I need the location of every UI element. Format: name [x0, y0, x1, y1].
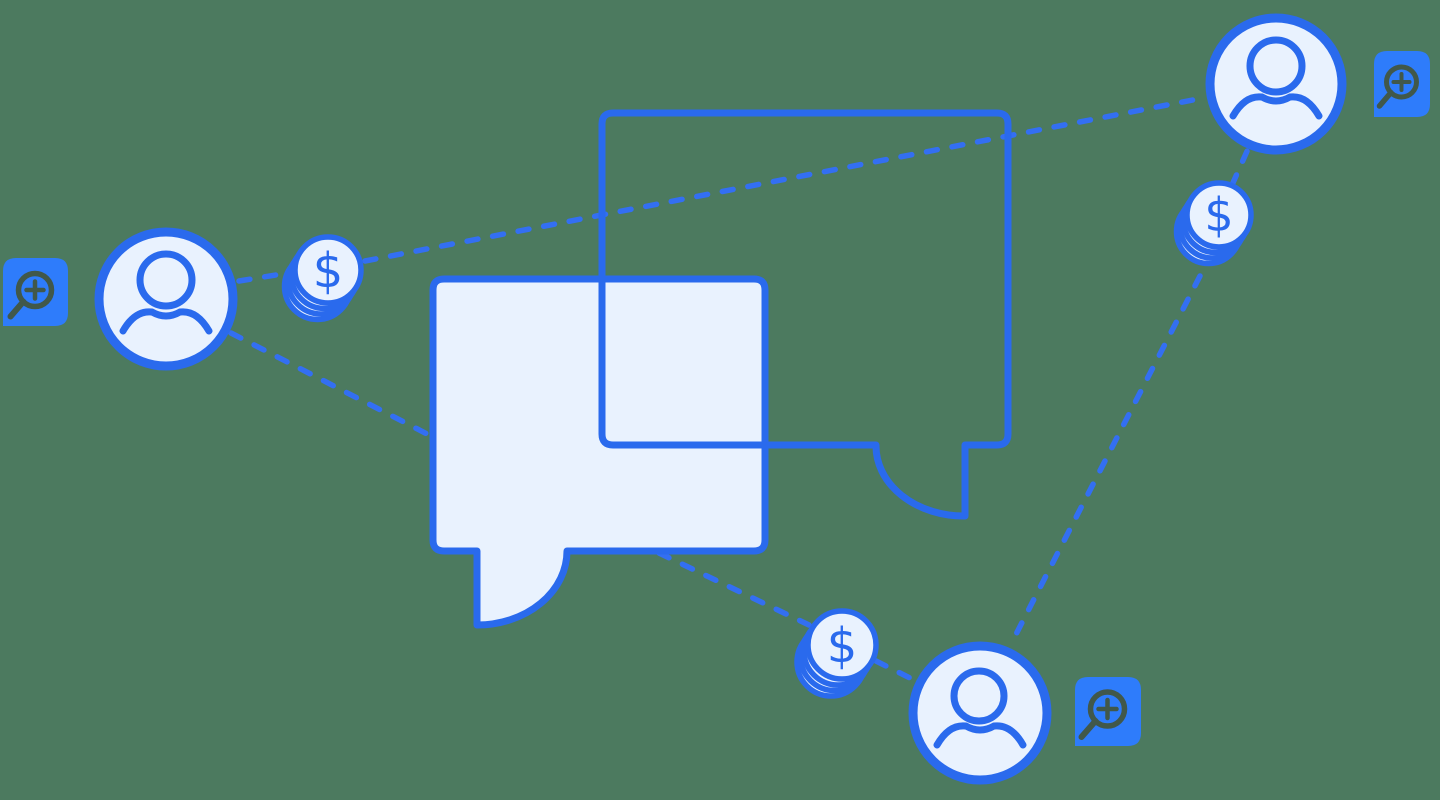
- avatar-head: [1246, 36, 1306, 96]
- search-plus-icon: [7, 270, 55, 320]
- dollar-symbol: $: [1204, 188, 1233, 242]
- avatar-circle: [1205, 13, 1347, 155]
- user-avatar-bottom: [908, 641, 1052, 785]
- avatar-head: [136, 250, 196, 310]
- connector-bubble-coin-bottom: [656, 550, 812, 628]
- zoom-user-badge-bottom-right: [1075, 677, 1141, 746]
- connector-coin-left-avatar-top-right: [362, 95, 1206, 264]
- avatar-shoulders: [119, 308, 213, 335]
- chat-bubble-outline: [598, 109, 1012, 520]
- connector-avatar-left-coin-left: [236, 270, 291, 284]
- user-avatar-top-right: [1205, 13, 1347, 155]
- coin-stack-right: $: [1173, 180, 1254, 267]
- avatar-circle: [94, 227, 238, 371]
- connector-avatar-left-bubble: [228, 330, 434, 439]
- search-plus-icon: [1078, 689, 1128, 740]
- coin-stack-bottom: $: [794, 608, 879, 699]
- avatar-shoulders: [933, 722, 1027, 749]
- search-plus-icon: [1376, 64, 1419, 109]
- dollar-symbol: $: [827, 618, 858, 674]
- avatar-circle: [908, 641, 1052, 785]
- avatar-shoulders: [1229, 93, 1323, 120]
- connector-avatar-bottom-coin-right: [1008, 273, 1203, 647]
- user-avatar-left: [94, 227, 238, 371]
- avatar-head: [950, 667, 1008, 725]
- connector-lines: [228, 95, 1251, 682]
- coin-stack-left: $: [281, 234, 364, 323]
- zoom-user-badge-left: [3, 258, 68, 326]
- zoom-user-badge-top-right: [1374, 51, 1430, 117]
- chat-bubble-filled: [429, 275, 769, 629]
- coin-face: [1184, 180, 1254, 250]
- dollar-symbol: $: [313, 243, 344, 299]
- connector-coin-right-avatar-top-right: [1229, 146, 1251, 188]
- connector-coin-bottom-avatar-bottom: [873, 658, 915, 682]
- coin-face: [805, 608, 879, 682]
- coin-face: [292, 234, 364, 306]
